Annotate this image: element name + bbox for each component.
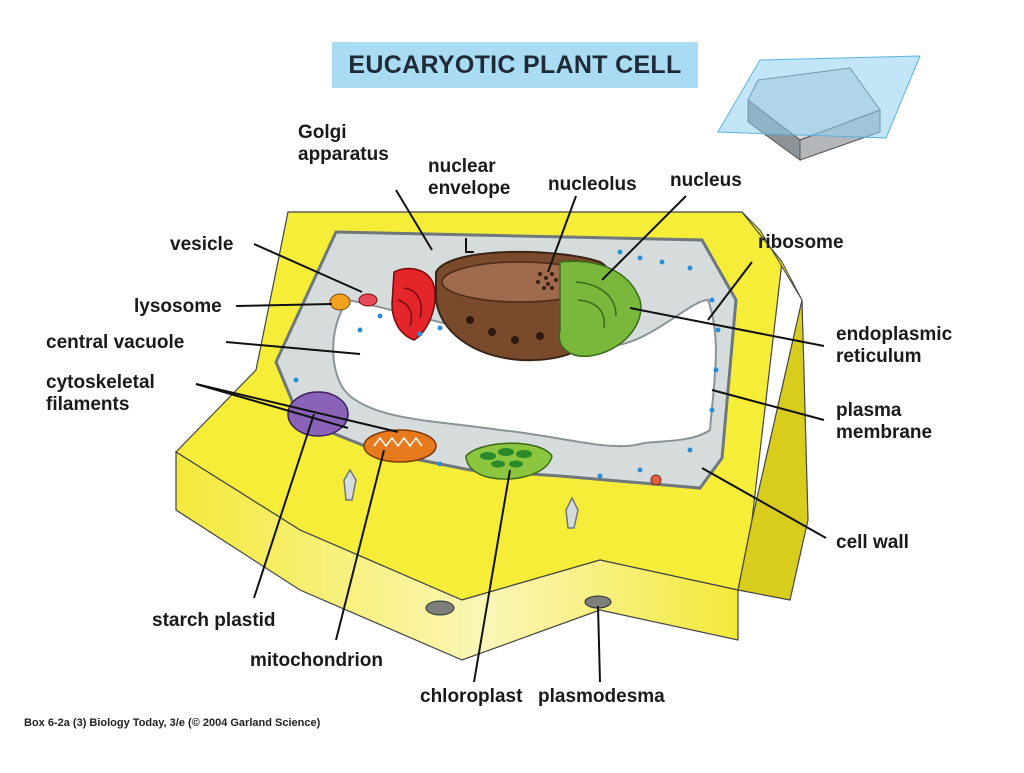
credit-line: Box 6-2a (3) Biology Today, 3/e (© 2004 …	[24, 717, 321, 729]
label-golgi-line2: apparatus	[298, 144, 389, 165]
label-er-line2: reticulum	[836, 346, 922, 367]
label-er-line1: endoplasmic	[836, 324, 953, 345]
label-cytoskeletal-filaments: cytoskeletal filaments	[46, 372, 155, 416]
lysosome-shape	[329, 293, 351, 311]
label-cell-wall: cell wall	[836, 532, 909, 553]
label-starch-plastid: starch plastid	[152, 610, 276, 631]
cell-wall-side	[737, 299, 809, 601]
plasmodesma-channel	[565, 496, 579, 529]
label-golgi-line1: Golgi	[298, 122, 347, 143]
plasmodesma-channel	[343, 468, 357, 501]
label-cytoskeletal-line1: cytoskeletal	[46, 372, 155, 393]
label-golgi-apparatus: Golgi apparatus	[298, 122, 389, 166]
label-mitochondrion: mitochondrion	[250, 650, 383, 671]
label-central-vacuole: central vacuole	[46, 332, 185, 353]
golgi-shape	[391, 267, 436, 341]
label-endoplasmic-reticulum: endoplasmic reticulum	[836, 324, 952, 368]
label-vesicle: vesicle	[170, 234, 234, 255]
plasmodesma-pore	[425, 600, 455, 616]
label-nuclear-envelope: nuclear envelope	[428, 156, 510, 200]
label-nuclear-envelope-line2: envelope	[428, 178, 511, 199]
label-plasma-membrane: plasma membrane	[836, 400, 932, 444]
label-nucleus: nucleus	[670, 170, 742, 191]
mitochondrion-shape	[363, 429, 437, 463]
page-title: EUCARYOTIC PLANT CELL	[348, 50, 682, 79]
label-nucleolus: nucleolus	[548, 174, 637, 195]
label-lysosome: lysosome	[134, 296, 222, 317]
section-plane	[717, 55, 921, 139]
label-ribosome: ribosome	[758, 232, 844, 253]
label-plasma-membrane-line2: membrane	[836, 422, 933, 443]
label-cytoskeletal-line2: filaments	[46, 394, 130, 415]
leader-lines	[195, 189, 827, 683]
endoplasmic-reticulum-shape	[558, 260, 642, 357]
chloroplast-shape	[465, 442, 553, 480]
ribosome-dots	[293, 249, 721, 479]
label-nuclear-envelope-line1: nuclear	[428, 156, 496, 177]
cell-slice-inset	[717, 55, 921, 161]
title-banner: EUCARYOTIC PLANT CELL	[332, 42, 698, 88]
label-plasmodesma: plasmodesma	[538, 686, 665, 707]
label-chloroplast: chloroplast	[420, 686, 523, 707]
organelle-dot	[650, 474, 662, 486]
label-plasma-membrane-line1: plasma	[836, 400, 902, 421]
vesicle-shape	[358, 293, 378, 307]
